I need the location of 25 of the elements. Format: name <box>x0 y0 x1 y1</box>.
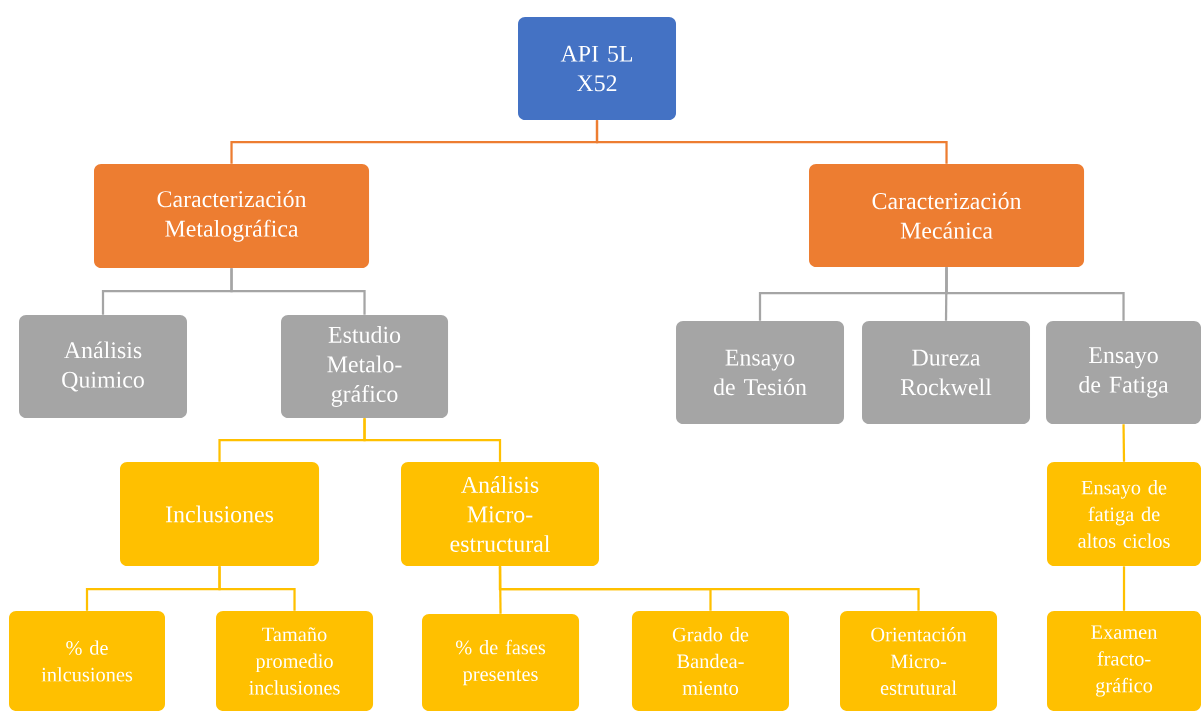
connector-line <box>218 566 296 611</box>
detail-box: Orientación Micro- estrutural <box>840 611 998 711</box>
detail-box: Examen fracto- gráfico <box>1047 611 1201 711</box>
method-box: Ensayo de Fatiga <box>1046 321 1201 424</box>
connector-line <box>498 566 920 611</box>
category-box: Caracterización Metalográfica <box>94 164 370 268</box>
method-box: Dureza Rockwell <box>862 321 1030 424</box>
detail-box: Ensayo de fatiga de altos ciclos <box>1047 462 1201 566</box>
connector-line <box>1122 566 1126 611</box>
connector-line <box>595 120 948 164</box>
detail-box: Grado de Bandea- miento <box>631 611 789 711</box>
root-box: API 5L X52 <box>518 17 676 120</box>
detail-box: Inclusiones <box>120 462 320 566</box>
detail-box: Análisis Micro- estructural <box>401 462 599 566</box>
method-box: Análisis Quimico <box>19 315 187 418</box>
detail-box: Tamaño promedio inclusiones <box>216 611 374 711</box>
connector-line <box>363 418 502 462</box>
category-box: Caracterización Mecánica <box>809 164 1085 267</box>
connector-line <box>945 267 1125 321</box>
detail-box: % de fases presentes <box>422 614 580 711</box>
connector-line <box>230 268 366 315</box>
connector-line <box>1122 424 1126 462</box>
detail-box: % de inlcusiones <box>9 611 165 711</box>
method-box: Estudio Metalo- gráfico <box>281 315 449 418</box>
method-box: Ensayo de Tesión <box>676 321 844 424</box>
